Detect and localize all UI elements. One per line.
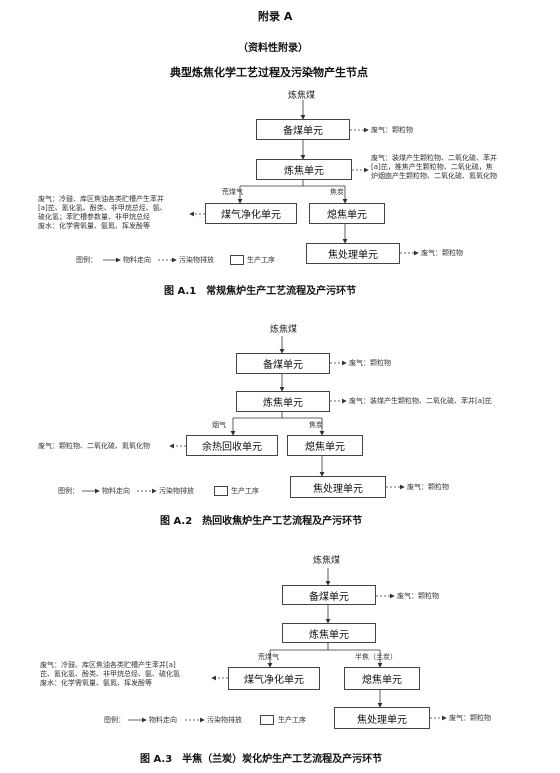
- appendix-title: 附录 A: [258, 10, 293, 23]
- fig3-legend-label: 图例：: [104, 716, 125, 724]
- fig3-legend-process-swatch: [260, 715, 274, 725]
- fig3-caption: 图 A.3 半焦（兰炭）炭化炉生产工艺流程及产污环节: [140, 754, 383, 765]
- fig3-coal-prep-box: 备煤单元: [282, 585, 376, 605]
- fig1-legend-flow: 物料走向: [123, 256, 151, 264]
- fig2-coking-box: 炼焦单元: [236, 391, 330, 412]
- appendix-nature: （资料性附录）: [238, 43, 308, 54]
- fig1-coke-handling-box: 焦处理单元: [306, 243, 400, 264]
- fig3-gas-emission: 废气：冷鼓、库区焦油各类贮槽产生苯并[a] 芘、氰化氢、酚类、非甲烷总烃、氨、硫…: [40, 661, 180, 687]
- fig2-coke-handling-box: 焦处理单元: [290, 476, 386, 498]
- fig3-screen-emission: 废气：颗粒物: [449, 714, 491, 722]
- fig2-legend-process-swatch: [214, 486, 228, 496]
- fig1-coal-prep-box: 备煤单元: [256, 119, 350, 140]
- fig2-coke-label: 焦炭: [309, 421, 323, 429]
- fig1-prep-emission: 废气：颗粒物: [371, 126, 413, 134]
- fig2-coal-prep-box: 备煤单元: [236, 353, 330, 374]
- fig2-coking-emission: 废气：装煤产生颗粒物、二氧化硫、苯并[a]芘: [349, 397, 492, 405]
- fig1-coking-emission: 废气：装煤产生颗粒物、二氧化硫、苯并 [a]芘，推焦产生颗粒物、二氧化硫，焦 炉…: [371, 154, 497, 180]
- fig3-quenching-box: 熄焦单元: [344, 667, 420, 690]
- fig1-gas-purification-box: 煤气净化单元: [205, 203, 297, 224]
- fig2-quenching-box: 熄焦单元: [287, 435, 363, 456]
- fig2-screen-emission: 废气：颗粒物: [407, 483, 449, 491]
- fig2-flue-gas-label: 烟气: [212, 421, 226, 429]
- fig3-semicoke-label: 半焦（兰炭）: [355, 653, 397, 661]
- fig3-prep-emission: 废气：颗粒物: [397, 592, 439, 600]
- fig3-gas-purification-box: 煤气净化单元: [228, 667, 320, 690]
- fig3-legend-pollutant: 污染物排放: [207, 716, 242, 724]
- fig1-screen-emission: 废气：颗粒物: [421, 249, 463, 257]
- fig3-input-label: 炼焦煤: [313, 556, 341, 566]
- fig3-legend-process: 生产工序: [278, 716, 306, 724]
- fig2-heat-emission: 废气：颗粒物、二氧化硫、氮氧化物: [38, 442, 150, 450]
- fig3-legend-flow: 物料走向: [149, 716, 177, 724]
- fig1-legend-pollutant: 污染物排放: [179, 256, 214, 264]
- fig1-legend-process: 生产工序: [247, 256, 275, 264]
- fig3-coke-handling-box: 焦处理单元: [334, 707, 430, 729]
- appendix-heading: 典型炼焦化学工艺过程及污染物产生节点: [170, 66, 368, 79]
- fig1-caption: 图 A.1 常规焦炉生产工艺流程及产污环节: [164, 286, 357, 297]
- fig1-gas-emission: 废气：冷鼓、库区焦油各类贮槽产生苯并 [a]芘、氰化氢、酚类、非甲烷总烃、氨、 …: [38, 195, 167, 230]
- fig3-crude-gas-label: 荒煤气: [258, 653, 279, 661]
- fig2-input-label: 炼焦煤: [270, 325, 298, 335]
- fig1-coke-label: 焦炭: [330, 188, 344, 196]
- fig2-legend-flow: 物料走向: [102, 487, 130, 495]
- fig1-input-label: 炼焦煤: [288, 91, 316, 101]
- fig1-crude-gas-label: 荒煤气: [222, 188, 243, 196]
- fig2-legend-label: 图例：: [58, 487, 79, 495]
- fig2-prep-emission: 废气：颗粒物: [349, 359, 391, 367]
- fig1-legend-label: 图例：: [76, 256, 97, 264]
- fig2-heat-recovery-box: 余热回收单元: [186, 435, 278, 456]
- fig2-legend-process: 生产工序: [231, 487, 259, 495]
- fig2-caption: 图 A.2 热回收焦炉生产工艺流程及产污环节: [160, 516, 363, 527]
- fig1-quenching-box: 熄焦单元: [309, 203, 385, 224]
- fig1-legend-process-swatch: [230, 255, 244, 265]
- fig2-legend-pollutant: 污染物排放: [159, 487, 194, 495]
- fig1-coking-box: 炼焦单元: [256, 159, 352, 180]
- fig3-coking-box: 炼焦单元: [282, 623, 376, 643]
